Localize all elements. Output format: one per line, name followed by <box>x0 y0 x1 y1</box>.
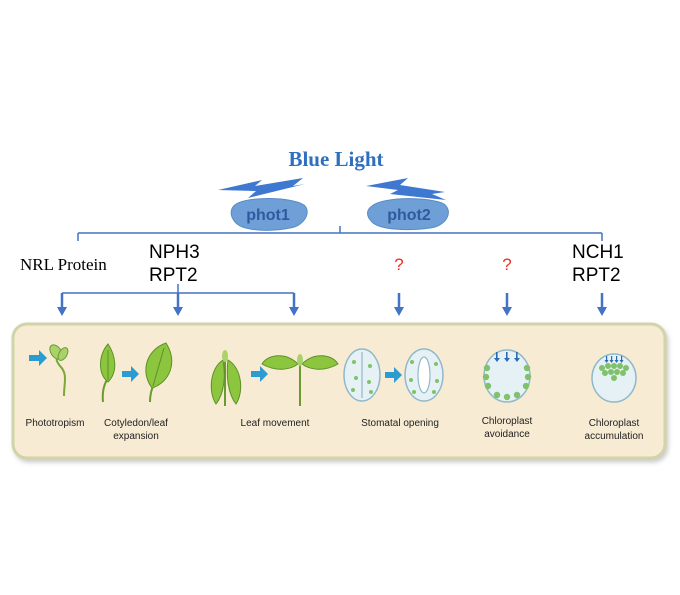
phot2-label: phot2 <box>387 207 431 224</box>
caption-cotyledon-line2: expansion <box>113 431 159 442</box>
question-mark-stomata: ? <box>394 255 403 274</box>
caption-stomatal-opening: Stomatal opening <box>361 418 439 429</box>
rpt2-left-label: RPT2 <box>149 265 198 286</box>
caption-cotyledon-line1: Cotyledon/leaf <box>104 418 168 429</box>
lightning-left-icon <box>218 178 305 198</box>
chloroplast-accumulation-illustration <box>591 353 637 403</box>
caption-avoidance-line1: Chloroplast <box>482 416 533 427</box>
response-panel <box>11 322 667 460</box>
nrl-protein-label: NRL Protein <box>20 255 107 274</box>
cotyledon-expansion-illustration <box>100 342 173 403</box>
phototropism-illustration <box>29 344 69 397</box>
stomatal-opening-illustration <box>343 348 444 402</box>
phot1-label: phot1 <box>246 207 290 224</box>
title-blue-light: Blue Light <box>288 147 383 171</box>
down-arrows <box>57 293 607 316</box>
caption-phototropism: Phototropism <box>26 418 85 429</box>
leaf-movement-illustration <box>210 350 339 406</box>
top-bracket <box>77 226 603 241</box>
phot1-blob <box>230 197 308 231</box>
caption-accumulation-line2: accumulation <box>585 431 644 442</box>
nch1-label: NCH1 <box>572 242 624 263</box>
lightning-right-icon <box>366 178 446 200</box>
lower-bracket <box>62 284 294 294</box>
chloroplast-avoidance-illustration <box>482 349 532 403</box>
caption-leaf-movement: Leaf movement <box>241 418 310 429</box>
caption-accumulation-line1: Chloroplast <box>589 418 640 429</box>
question-mark-avoidance: ? <box>502 255 511 274</box>
nph3-label: NPH3 <box>149 242 200 263</box>
phot2-blob <box>367 198 449 231</box>
caption-avoidance-line2: avoidance <box>484 429 530 440</box>
rpt2-right-label: RPT2 <box>572 265 621 286</box>
